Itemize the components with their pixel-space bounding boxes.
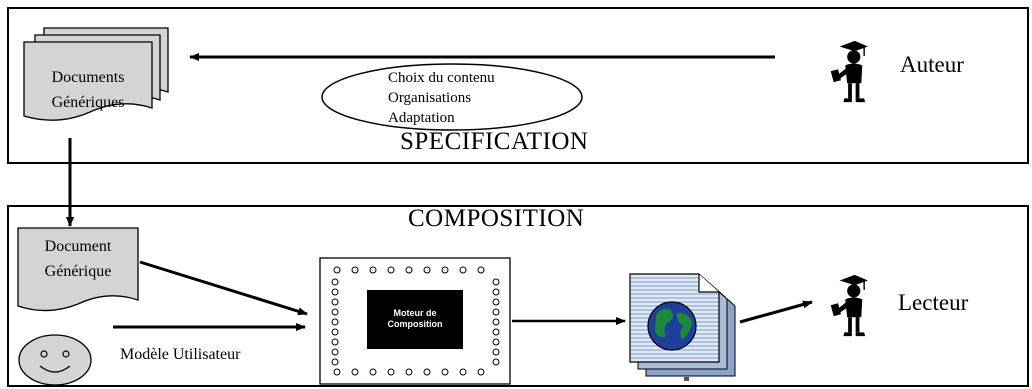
documents-label: Documents Génériques — [24, 65, 152, 115]
reader-label: Lecteur — [898, 290, 969, 315]
engine-label-line-2: Composition — [387, 319, 443, 329]
author-figure-icon — [830, 40, 869, 103]
user-model-label: Modèle Utilisateur — [120, 346, 241, 363]
specification-frame — [7, 7, 1029, 164]
composition-frame — [7, 205, 1029, 387]
documents-label-line-1: Documents — [51, 69, 125, 86]
user-smiley-icon — [18, 334, 92, 386]
reader-figure-icon — [830, 274, 869, 337]
engine-label: Moteur de Composition — [367, 308, 463, 330]
oval-item-content: Choix du contenu — [388, 70, 495, 86]
document-label-line-2: Générique — [44, 263, 112, 280]
engine-label-line-1: Moteur de — [393, 308, 437, 318]
author-label: Auteur — [900, 52, 964, 77]
document-label-line-1: Document — [44, 238, 112, 255]
composition-engine-chip — [319, 257, 511, 385]
documents-label-line-2: Génériques — [51, 94, 125, 111]
oval-items: Choix du contenu Organisations Adaptatio… — [388, 68, 495, 128]
oval-item-organisations: Organisations — [388, 90, 472, 106]
output-globe-document-icon — [629, 273, 736, 381]
document-to-engine-arrow — [139, 260, 308, 316]
oval-item-adaptation: Adaptation — [388, 110, 455, 126]
generic-documents-icon — [23, 27, 169, 121]
generic-document-icon — [17, 227, 139, 312]
output-to-reader-arrow — [739, 300, 813, 324]
composition-title: COMPOSITION — [408, 205, 585, 232]
specification-title: SPECIFICATION — [400, 128, 589, 155]
specification-oval — [321, 63, 583, 131]
document-label: Document Générique — [18, 234, 138, 284]
